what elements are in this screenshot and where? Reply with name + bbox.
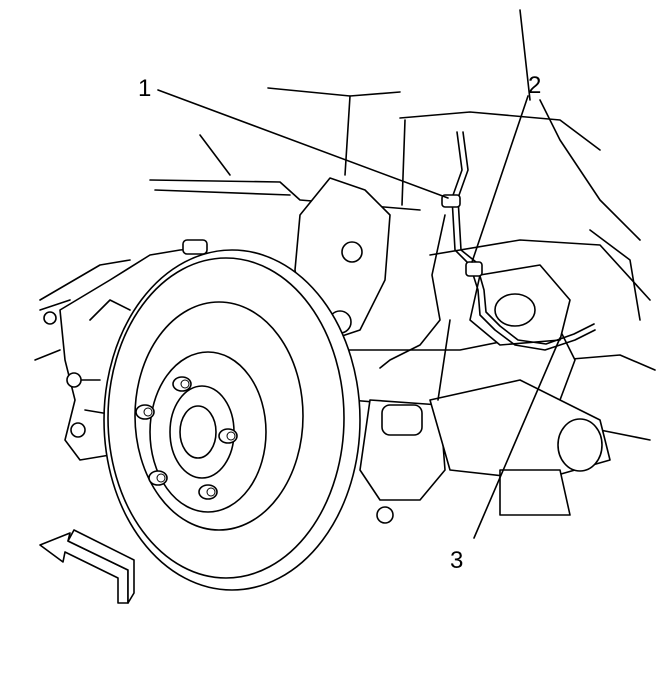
- wheel-studs: [135, 376, 238, 500]
- wheel-stud: [218, 428, 238, 444]
- callout-2-leader: [471, 95, 529, 263]
- wheel-stud: [135, 404, 155, 420]
- arrow-forward-icon: [39, 529, 135, 604]
- callout-1-leader: [157, 89, 449, 199]
- wheel-stud: [148, 470, 168, 486]
- wheel-stud: [172, 376, 192, 392]
- caliper-pin: [182, 239, 208, 255]
- callout-2-label: 2: [528, 72, 541, 99]
- callout-3-label: 3: [450, 547, 463, 574]
- callout-1-label: 1: [138, 75, 151, 102]
- vehicle-body-lines: [34, 9, 656, 441]
- wheel-stud: [198, 484, 218, 500]
- callout-leaders: [157, 89, 561, 539]
- wheel-speed-sensor-harness: [379, 131, 596, 401]
- harness-retainer: [465, 261, 483, 277]
- brake-rotor: [103, 249, 361, 591]
- callout-3-leader: [473, 337, 561, 539]
